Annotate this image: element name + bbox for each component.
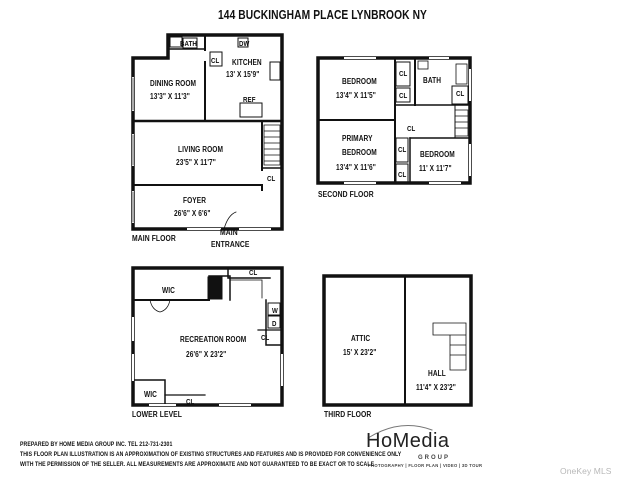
main-floor-label: MAIN FLOOR (132, 234, 176, 243)
hall-name: HALL (428, 369, 446, 378)
third-floor-walls (322, 274, 473, 407)
second-closet-2: CL (399, 91, 408, 100)
kitchen-name: KITCHEN (232, 58, 262, 67)
washer-label: W (272, 306, 278, 315)
footer-line-2: THIS FLOOR PLAN ILLUSTRATION IS AN APPRO… (20, 451, 402, 458)
lower-closet-top: CL (249, 268, 258, 277)
living-closet-label: CL (267, 174, 276, 183)
recreation-room-name: RECREATION ROOM (180, 335, 247, 344)
kitchen-closet-label: CL (211, 56, 220, 65)
logo-text: HoMedia (366, 430, 450, 453)
logo-ho: Ho (366, 430, 393, 452)
wic2-name: WIC (144, 390, 158, 399)
lower-closet-bottom: CL (186, 397, 195, 406)
lower-level-walls (131, 266, 284, 407)
primary-name-line2: BEDROOM (342, 148, 377, 157)
main-bath-label: BATH (180, 39, 197, 48)
logo-media: Media (392, 430, 450, 452)
second-closet-1: CL (399, 69, 408, 78)
bedroom2-size: 11' X 11'7" (419, 164, 452, 173)
third-floor-label: THIRD FLOOR (324, 410, 372, 419)
bedroom1-name: BEDROOM (342, 77, 377, 86)
lower-level-label: LOWER LEVEL (132, 410, 183, 419)
dining-room-name: DINING ROOM (150, 79, 197, 88)
living-room-name: LIVING ROOM (178, 145, 224, 154)
bedroom2-name: BEDROOM (420, 150, 455, 159)
main-floor-walls (131, 33, 284, 231)
second-closet-3: CL (456, 89, 465, 98)
hall-size: 11'4" X 23'2" (416, 383, 456, 392)
primary-name-line1: PRIMARY (342, 134, 373, 143)
dryer-label: D (272, 319, 277, 328)
wic1-name: WIC (162, 286, 176, 295)
dishwasher-label: DW (239, 39, 250, 48)
bedroom1-size: 13'4" X 11'5" (336, 91, 376, 100)
kitchen-size: 13' X 15'9" (226, 70, 260, 79)
watermark: OneKey MLS (560, 466, 612, 476)
main-entrance-line2: ENTRANCE (211, 240, 250, 249)
second-floor-walls (316, 56, 472, 185)
primary-size: 13'4" X 11'6" (336, 163, 376, 172)
second-closet-4: CL (398, 145, 407, 154)
logo-group: GROUP (418, 455, 451, 461)
second-floor-label: SECOND FLOOR (318, 190, 374, 199)
second-closet-5: CL (398, 170, 407, 179)
second-closet-6: CL (407, 124, 416, 133)
logo-tagline: PHOTOGRAPHY | FLOOR PLAN | VIDEO | 3D TO… (368, 463, 483, 468)
foyer-name: FOYER (183, 196, 207, 205)
main-entrance-line1: MAIN (220, 228, 238, 237)
attic-size: 15' X 23'2" (343, 348, 377, 357)
living-room-size: 23'5" X 11'7" (176, 158, 216, 167)
page-title: 144 BUCKINGHAM PLACE LYNBROOK NY (218, 8, 427, 22)
lower-closet-mid: CL (261, 333, 270, 342)
dining-room-size: 13'3" X 11'3" (150, 92, 190, 101)
bath-name: BATH (423, 76, 442, 85)
footer-line-1: PREPARED BY HOME MEDIA GROUP INC. TEL 21… (20, 441, 173, 448)
recreation-room-size: 26'6" X 23'2" (186, 350, 227, 359)
refrigerator-label: REF (243, 95, 256, 104)
footer-line-3: WITH THE PERMISSION OF THE SELLER. ALL M… (20, 461, 375, 468)
attic-name: ATTIC (351, 334, 371, 343)
foyer-size: 26'6" X 6'6" (174, 209, 211, 218)
logo-arc (367, 425, 433, 439)
